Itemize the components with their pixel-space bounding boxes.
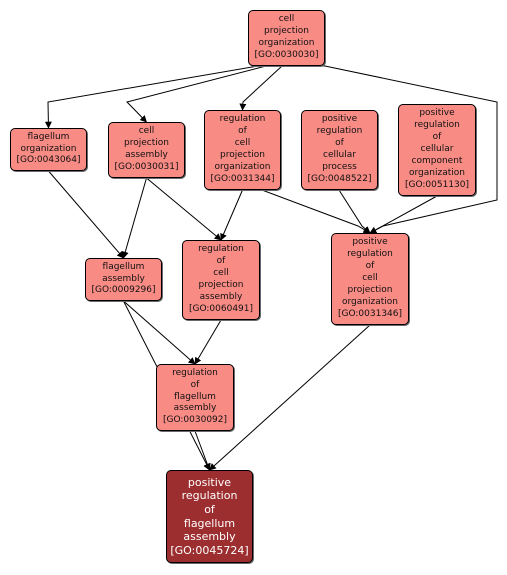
edge-0051130-to-0031346 bbox=[369, 195, 438, 234]
edge-0031344-to-0031346 bbox=[242, 189, 371, 234]
go-node-0045724[interactable]: positive regulation of flagellum assembl… bbox=[166, 470, 253, 563]
go-node-0009296[interactable]: flagellum assembly [GO:0009296] bbox=[85, 258, 162, 301]
go-node-0048522-label: positive regulation of cellular process … bbox=[307, 114, 372, 184]
edge-0030030-to-0031344 bbox=[239, 65, 287, 111]
edge-0030092-to-0045724 bbox=[194, 430, 211, 471]
go-node-0060491[interactable]: regulation of cell projection assembly [… bbox=[182, 240, 260, 320]
go-node-0030031[interactable]: cell projection assembly [GO:0030031] bbox=[108, 122, 185, 178]
edge-0030031-to-0009296 bbox=[121, 177, 147, 259]
go-node-0031344[interactable]: regulation of cell projection organizati… bbox=[204, 110, 281, 190]
go-node-0043064[interactable]: flagellum organization [GO:0043064] bbox=[10, 128, 87, 171]
edge-0030031-to-0060491 bbox=[146, 177, 222, 241]
go-node-0051130-label: positive regulation of cellular componen… bbox=[404, 108, 470, 190]
edge-0060491-to-0030092 bbox=[194, 319, 222, 365]
go-node-0031346-label: positive regulation of cell projection o… bbox=[337, 237, 403, 319]
go-node-0045724-label: positive regulation of flagellum assembl… bbox=[170, 475, 249, 557]
go-node-0051130[interactable]: positive regulation of cellular componen… bbox=[398, 104, 476, 196]
go-node-0009296-label: flagellum assembly [GO:0009296] bbox=[91, 261, 156, 296]
edge-0043064-to-0009296 bbox=[48, 170, 124, 259]
go-node-0048522[interactable]: positive regulation of cellular process … bbox=[301, 110, 378, 190]
go-node-0031346[interactable]: positive regulation of cell projection o… bbox=[331, 233, 409, 325]
go-node-0060491-label: regulation of cell projection assembly [… bbox=[188, 244, 254, 314]
edge-0048522-to-0031346 bbox=[338, 189, 371, 234]
go-node-0030030[interactable]: cell projection organization [GO:0030030… bbox=[248, 10, 325, 66]
edge-0030030-to-0030031 bbox=[126, 65, 287, 123]
go-node-0030031-label: cell projection assembly [GO:0030031] bbox=[114, 126, 179, 172]
edge-0031346-to-0045724 bbox=[208, 324, 371, 471]
go-node-0030092[interactable]: regulation of flagellum assembly [GO:003… bbox=[156, 364, 234, 431]
go-node-0030092-label: regulation of flagellum assembly [GO:003… bbox=[162, 367, 228, 426]
edge-0031344-to-0060491 bbox=[220, 189, 243, 241]
go-node-0030030-label: cell projection organization [GO:0030030… bbox=[254, 14, 319, 60]
go-node-0031344-label: regulation of cell projection organizati… bbox=[210, 114, 275, 184]
edge-0009296-to-0030092 bbox=[123, 300, 196, 365]
go-node-0043064-label: flagellum organization [GO:0043064] bbox=[16, 131, 81, 166]
